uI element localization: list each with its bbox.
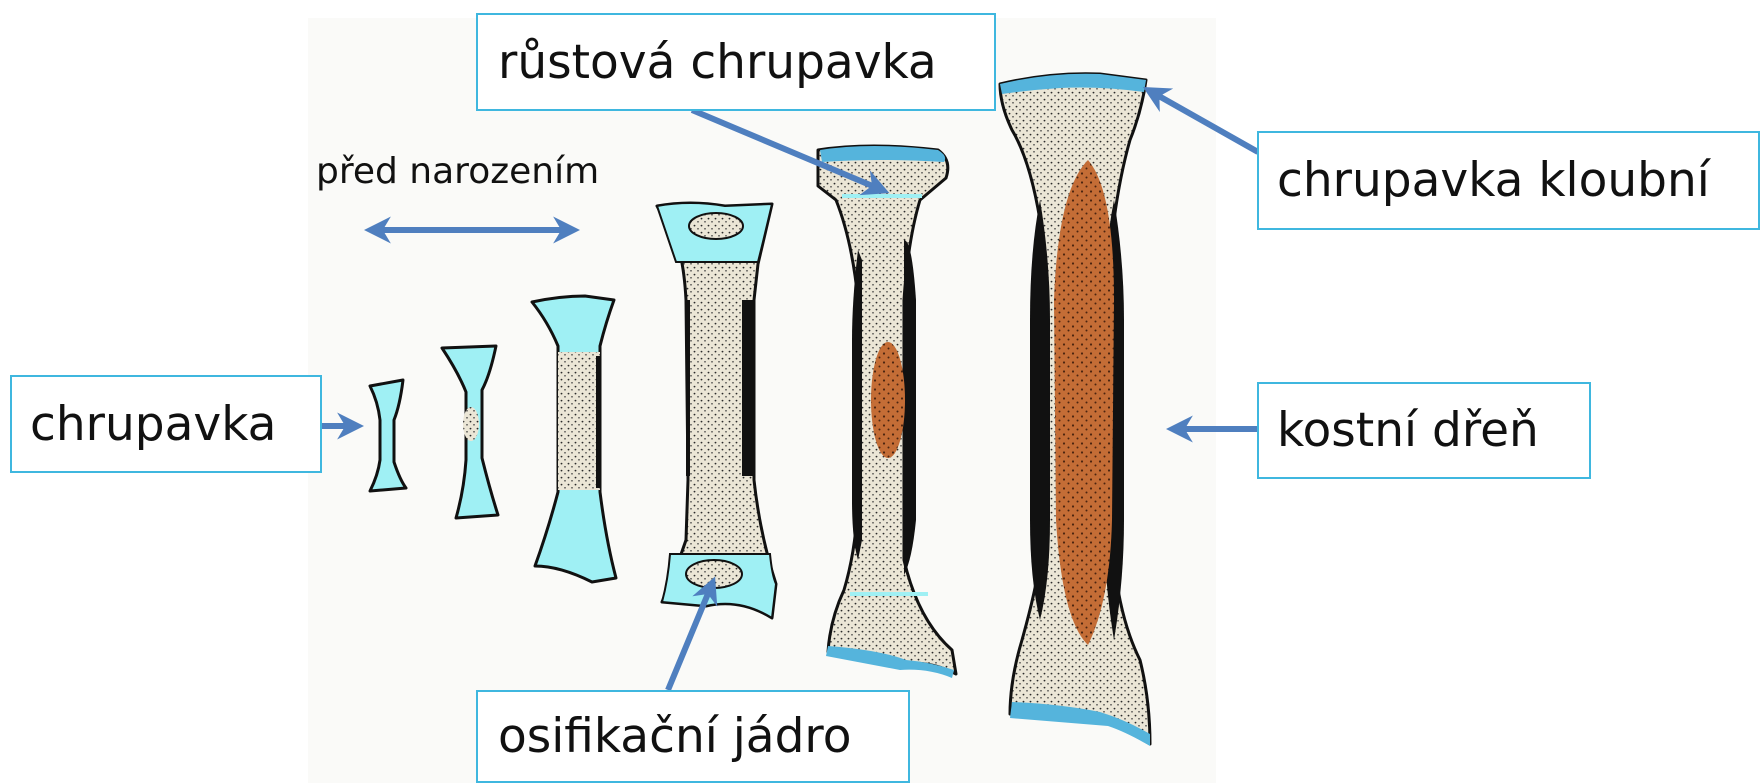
label-ossification-center: osifikační jádro <box>476 690 910 783</box>
label-articular-cartilage-text: chrupavka kloubní <box>1277 157 1710 204</box>
label-bone-marrow: kostní dřeň <box>1257 382 1591 479</box>
label-ossification-center-text: osifikační jádro <box>498 713 851 760</box>
label-before-birth: před narozením <box>316 154 599 190</box>
label-before-birth-text: před narozením <box>316 151 599 192</box>
label-growth-cartilage: růstová chrupavka <box>476 13 996 111</box>
label-cartilage-text: chrupavka <box>30 401 276 448</box>
label-bone-marrow-text: kostní dřeň <box>1277 407 1539 454</box>
label-cartilage: chrupavka <box>10 375 322 473</box>
label-articular-cartilage: chrupavka kloubní <box>1257 131 1760 230</box>
label-growth-cartilage-text: růstová chrupavka <box>498 39 937 86</box>
